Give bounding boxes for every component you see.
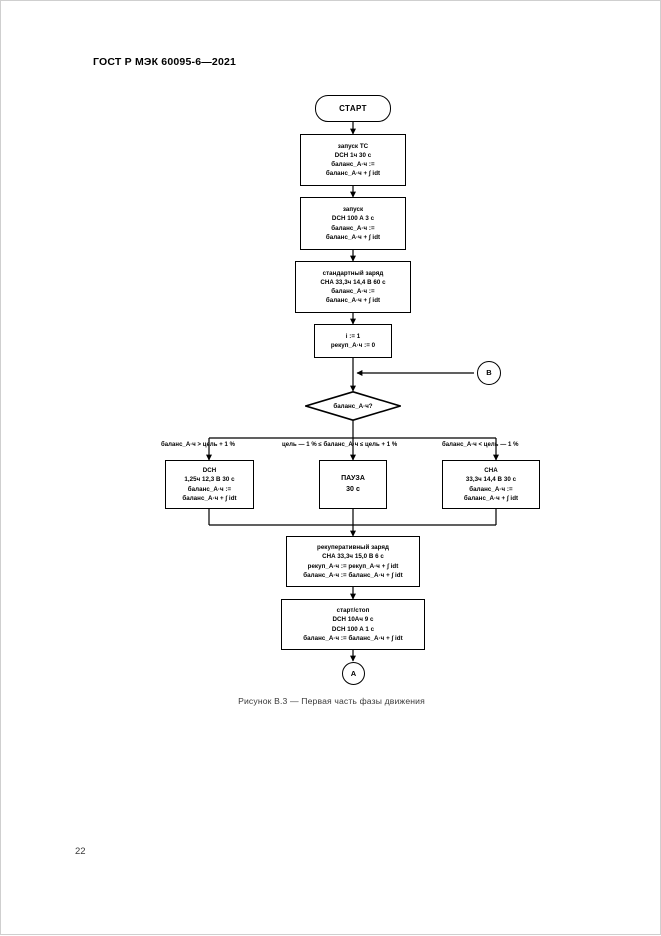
node-line: DCH 100 A 1 с xyxy=(331,625,375,633)
node-line: запуск ТС xyxy=(337,142,369,150)
flow-node-cha: CHA 33,3ч 14,4 В 30 с баланс_А·ч := бала… xyxy=(442,460,540,509)
node-line: запуск xyxy=(342,206,364,214)
node-line: баланс_А·ч := xyxy=(331,161,375,168)
edge-label-right: баланс_А·ч < цель — 1 % xyxy=(442,442,519,448)
node-line: CHA 33,3ч 15,0 В 6 с xyxy=(322,553,384,561)
node-line: рекуп_А·ч := 0 xyxy=(330,342,376,349)
node-line: баланс_А·ч := xyxy=(331,288,375,295)
flow-node-init: i := 1 рекуп_А·ч := 0 xyxy=(314,324,392,358)
connector-label: А xyxy=(350,668,357,678)
flow-node-pause: ПАУЗА 30 с xyxy=(319,460,387,509)
node-line: 30 с xyxy=(346,485,360,493)
node-line: баланс_А·ч + ∫ idt xyxy=(325,170,381,178)
node-line: i := 1 xyxy=(345,332,361,340)
node-line: баланс_А·ч + ∫ idt xyxy=(325,233,381,241)
decision-label: баланс_А·ч? xyxy=(333,402,373,410)
flow-node-start-stop: старт/стоп DCH 10Ач 9 с DCH 100 A 1 с ба… xyxy=(281,599,425,650)
flow-node-standard-charge: стандартный заряд CHA 33,3ч 14,4 В 60 с … xyxy=(295,261,411,313)
node-line: баланс_А·ч + ∫ idt xyxy=(463,494,519,502)
node-line: CHA xyxy=(484,467,498,475)
node-line: баланс_А·ч := xyxy=(187,485,232,493)
node-line: рекуп_А·ч := рекуп_А·ч + ∫ idt xyxy=(307,562,399,570)
node-line: баланс_А·ч := xyxy=(469,485,513,493)
node-line: DCH 1ч 30 с xyxy=(334,151,372,159)
flow-node-recuperative-charge: рекуперативный заряд CHA 33,3ч 15,0 В 6 … xyxy=(286,536,420,587)
edge-label-left: баланс_А·ч > цель + 1 % xyxy=(161,442,235,448)
flow-connector-b: В xyxy=(477,361,501,385)
standard-header: ГОСТ Р МЭК 60095-6—2021 xyxy=(93,56,237,68)
flow-node-start: СТАРТ xyxy=(315,95,391,122)
flow-node-dch: DCH 1,25ч 12,3 В 30 с баланс_А·ч := бала… xyxy=(165,460,254,509)
node-line: DCH xyxy=(202,467,217,475)
start-label: СТАРТ xyxy=(339,103,367,113)
flow-node-start-ts: запуск ТС DCH 1ч 30 с баланс_А·ч := бала… xyxy=(300,134,406,186)
node-line: DCH 100 A 3 с xyxy=(331,215,375,223)
diamond-shape xyxy=(305,391,401,421)
flow-decision-balance: баланс_А·ч? xyxy=(305,391,401,421)
node-line: старт/стоп xyxy=(336,607,370,615)
connector-label: В xyxy=(486,368,492,378)
node-line: 33,3ч 14,4 В 30 с xyxy=(465,476,517,484)
node-line: баланс_А·ч := xyxy=(331,224,375,232)
page-number: 22 xyxy=(75,846,86,857)
flow-connector-a: А xyxy=(342,662,365,685)
node-line: баланс_А·ч + ∫ idt xyxy=(182,494,237,502)
node-line: ПАУЗА xyxy=(341,475,365,483)
node-line: баланс_А·ч := баланс_А·ч + ∫ idt xyxy=(303,571,403,579)
node-line: рекуперативный заряд xyxy=(316,544,389,552)
node-line: CHA 33,3ч 14,4 В 60 с xyxy=(320,278,386,286)
node-line: баланс_А·ч + ∫ idt xyxy=(325,297,381,305)
node-line: баланс_А·ч := баланс_А·ч + ∫ idt xyxy=(303,634,403,642)
flow-node-start-current: запуск DCH 100 A 3 с баланс_А·ч := балан… xyxy=(300,197,406,250)
edge-label-middle: цель — 1 % ≤ баланс_А·ч ≤ цель + 1 % xyxy=(282,442,398,448)
node-line: стандартный заряд xyxy=(322,269,384,277)
node-line: DCH 10Ач 9 с xyxy=(332,616,374,624)
node-line: 1,25ч 12,3 В 30 с xyxy=(184,476,235,484)
figure-caption: Рисунок В.3 — Первая часть фазы движения xyxy=(238,696,425,706)
